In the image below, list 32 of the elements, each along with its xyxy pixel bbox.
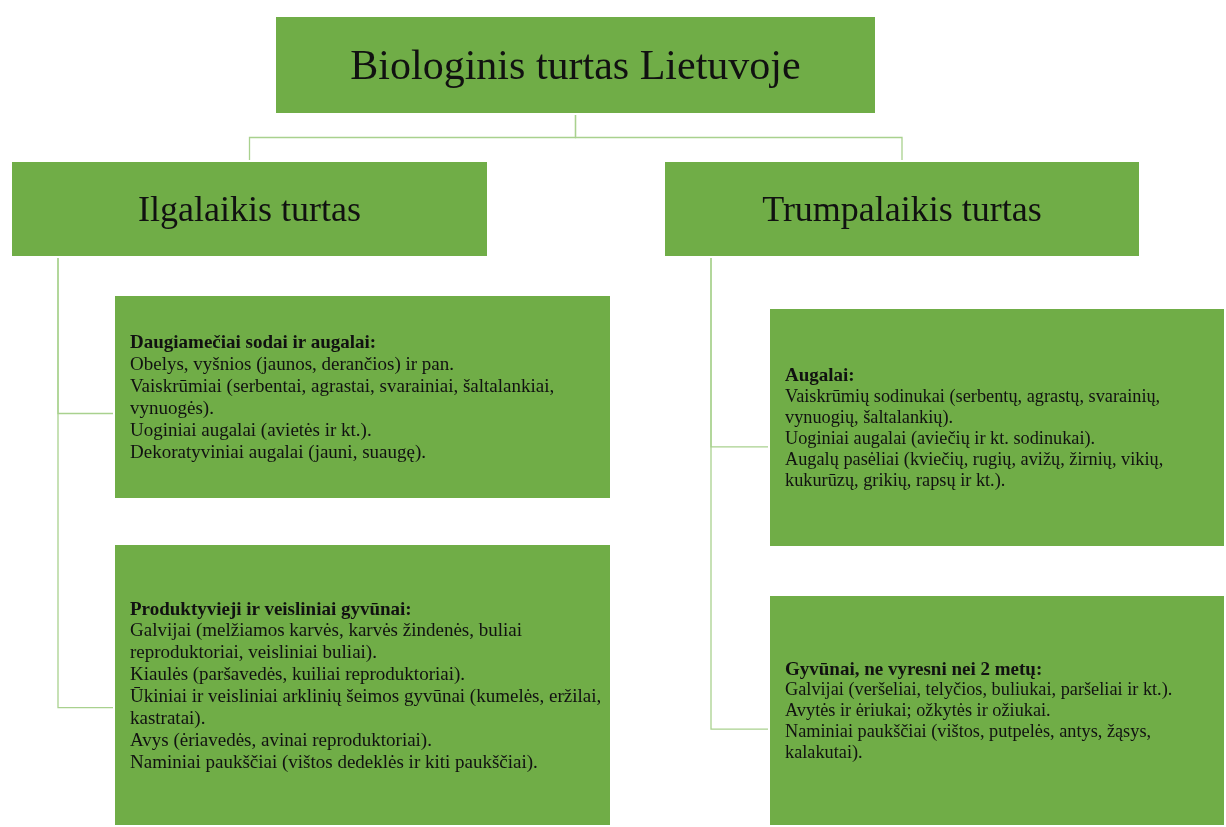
category-box	[113, 294, 612, 500]
category-item: Avytės ir ėriukai; ožkytės ir ožiukai.	[785, 700, 1051, 722]
category-item: Vaiskrūmiai (serbentai, agrastai, svarainiai, šaltalankiai, vynuogės).	[130, 375, 556, 419]
category-title: Gyvūnai, ne vyresni nei 2 metų:	[785, 657, 1043, 680]
heading-box	[274, 15, 877, 115]
category-title: Daugiamečiai sodai ir augalai:	[130, 331, 377, 354]
connector-line	[57, 257, 114, 709]
category-item: Galvijai (melžiamos karvės, karvės žindenės, buliai reproduktoriai, veisliniai buliai).	[130, 619, 523, 664]
category-box	[113, 543, 612, 827]
heading-text: Biologinis turtas Lietuvoje	[350, 41, 801, 89]
connector-line	[574, 114, 903, 161]
category-item: Vaiskrūmių sodinukai (serbentų, agrastų, svarainių, vynuogių, šaltalankių).	[785, 385, 1162, 428]
category-item: Avys (ėriavedės, avinai reproduktoriai).	[130, 728, 432, 751]
category-item: Naminiai paukščiai (vištos, putpelės, antys, žąsys, kalakutai).	[785, 721, 1153, 764]
heading-box	[663, 160, 1141, 258]
heading-text: Trumpalaikis turtas	[762, 188, 1042, 230]
category-item: Dekoratyviniai augalai (jauni, suaugę).	[130, 440, 426, 463]
heading-text: Ilgalaikis turtas	[138, 188, 361, 230]
connector-line	[710, 257, 769, 730]
category-item: Uoginiai augalai (aviečių ir kt. sodinukai).	[785, 427, 1096, 449]
category-item: Galvijai (veršeliai, telyčios, buliukai, paršeliai ir kt.).	[785, 679, 1173, 701]
category-item: Kiaulės (paršavedės, kuiliai reproduktoriai).	[130, 663, 466, 685]
category-box	[768, 594, 1226, 827]
category-title: Produktyvieji ir veisliniai gyvūnai:	[130, 597, 412, 620]
category-box	[768, 307, 1226, 548]
category-item: Naminiai paukščiai (vištos dedeklės ir kiti paukščiai).	[130, 750, 538, 773]
category-title: Augalai:	[785, 364, 855, 386]
category-item: Obelys, vyšnios (jaunos, derančios) ir pan.	[130, 353, 454, 376]
category-item: Ūkiniai ir veisliniai arklinių šeimos gyvūnai (kumelės, eržilai, kastratai).	[130, 685, 603, 729]
heading-box	[10, 160, 489, 258]
category-item: Augalų pasėliai (kviečių, rugių, avižų, žirnių, vikių, kukurūzų, grikių, rapsų ir kt.).	[785, 448, 1165, 491]
category-item: Uoginiai augalai (avietės ir kt.).	[130, 418, 372, 441]
